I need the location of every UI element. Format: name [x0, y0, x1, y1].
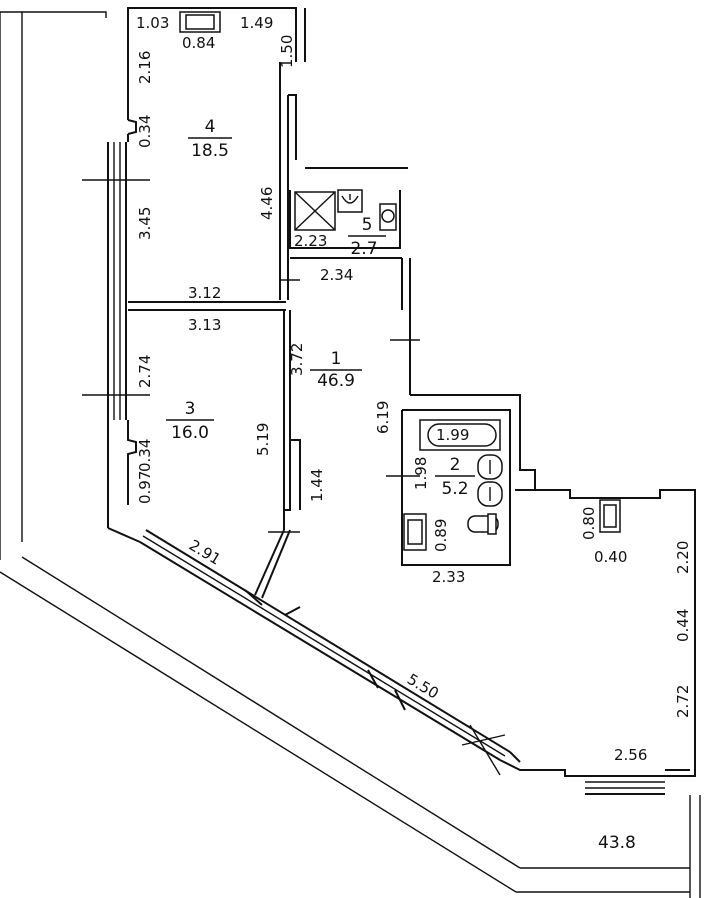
room-label-2: 2 5.2 — [435, 455, 475, 499]
partition-walls — [128, 62, 536, 711]
room-label-1: 1 46.9 — [310, 349, 362, 391]
balcony-area: 43.8 — [598, 833, 636, 853]
dim-label: 1.50 — [278, 35, 296, 68]
dim-label: 0.34 — [136, 115, 154, 148]
room-area: 5.2 — [441, 479, 468, 499]
dim-label: 3.45 — [136, 207, 154, 240]
dim-label: 2.16 — [136, 51, 154, 84]
dim-label: 2.23 — [294, 232, 327, 250]
room-area: 46.9 — [317, 371, 355, 391]
washbasin-icon — [477, 454, 503, 507]
dim-label: 0.34 — [136, 439, 154, 472]
dim-label: 2.74 — [136, 355, 154, 388]
radiator-icon — [403, 513, 427, 551]
room-number: 5 — [362, 215, 373, 235]
dim-label: 0.97 — [136, 471, 154, 504]
room-number: 3 — [185, 399, 196, 419]
room-area: 2.7 — [350, 239, 377, 259]
dim-label: 2.34 — [320, 266, 353, 284]
window-icon — [179, 11, 221, 33]
room-label-4: 4 18.5 — [188, 117, 232, 161]
dim-label: 2.20 — [674, 541, 692, 574]
room-area: 18.5 — [191, 141, 229, 161]
sink-icon — [337, 189, 363, 213]
dim-label: 2.33 — [432, 568, 465, 586]
dim-label: 1.99 — [436, 426, 469, 444]
room-number: 4 — [205, 117, 216, 137]
dimension-labels: 1.03 0.84 1.49 1.50 2.16 0.34 3.45 4.46 … — [136, 14, 692, 764]
dim-label: 0.40 — [594, 548, 627, 566]
bathtub-icon — [419, 419, 501, 451]
dim-label: 0.80 — [580, 507, 598, 540]
toilet-icon — [467, 513, 499, 535]
dim-label: 6.19 — [374, 401, 392, 434]
shower-icon — [294, 191, 336, 231]
dim-label: 3.13 — [188, 316, 221, 334]
dim-label: 2.91 — [186, 536, 224, 569]
apartment-walls — [82, 7, 696, 795]
dim-label: 3.72 — [288, 343, 306, 376]
dim-label: 4.46 — [258, 187, 276, 220]
room-number: 2 — [450, 455, 461, 475]
toilet-icon — [379, 203, 397, 231]
dim-label: 0.84 — [182, 34, 215, 52]
dim-label: 1.98 — [412, 457, 430, 490]
room-label-5: 5 2.7 — [348, 215, 386, 259]
dim-label: 1.44 — [308, 469, 326, 502]
dim-label: 0.89 — [432, 519, 450, 552]
balcony-outline — [0, 11, 701, 898]
room-label-3: 3 16.0 — [166, 399, 214, 443]
dim-label: 5.19 — [254, 423, 272, 456]
dim-label: 1.49 — [240, 14, 273, 32]
room-number: 1 — [331, 349, 342, 369]
dim-label: 0.44 — [674, 609, 692, 642]
dim-label: 1.03 — [136, 14, 169, 32]
room-area: 16.0 — [171, 423, 209, 443]
dim-label: 2.56 — [614, 746, 647, 764]
radiator-icon — [599, 499, 621, 533]
dim-label: 3.12 — [188, 284, 221, 302]
dim-label: 2.72 — [674, 685, 692, 718]
